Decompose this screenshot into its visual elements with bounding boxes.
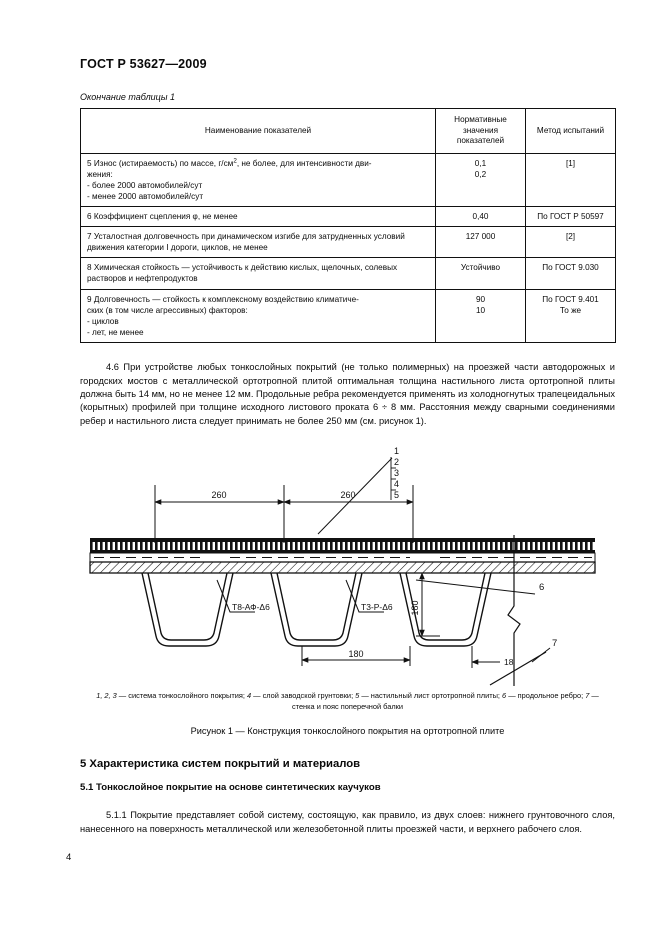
cell-indicator-name: 8 Химическая стойкость — устойчивость к … (80, 257, 436, 290)
dimension-label-span-left: 260 (211, 490, 226, 500)
callout-3: 3 (394, 468, 399, 478)
legend-text-3: — настильный лист ортотропной плиты; (359, 691, 503, 700)
weld-leader-group (216, 579, 384, 613)
callout-2: 2 (394, 457, 399, 467)
cell-indicator-name: 7 Усталостная долговечность при динамиче… (80, 226, 436, 259)
legend-text-2: — слой заводской грунтовки; (251, 691, 356, 700)
cell-test-method: По ГОСТ Р 50597 (525, 206, 616, 228)
orthotropic-plate-cross-section-svg: 260 260 (89, 446, 596, 686)
weld-leader-b (345, 579, 384, 613)
weld-label-2: Т3-Р-Δ6 (361, 602, 393, 612)
callout-leader-1-5 (317, 457, 393, 535)
legend-ref-4: 6 (502, 691, 507, 700)
figure-legend: 1, 2, 3 — система тонкослойного покрытия… (95, 690, 600, 712)
paragraph-4-6: 4.6 При устройстве любых тонкослойных по… (80, 362, 615, 426)
legend-text-1: — система тонкослойного покрытия; (116, 691, 247, 700)
weld-label-1: Т8-АФ-Δ6 (232, 602, 270, 612)
table-row: 5 Износ (истираемость) по массе, г/см2, … (80, 152, 616, 208)
cell-indicator-name: 5 Износ (истираемость) по массе, г/см2, … (80, 152, 436, 208)
cell-indicator-name: 9 Долговечность — стойкость к комплексно… (80, 288, 436, 343)
specification-table: Наименование показателей Нормативные зна… (80, 108, 616, 343)
cell-test-method: [1] (525, 152, 616, 208)
cell-normative-value: 127 000 (435, 226, 526, 259)
paragraph-5-1-1: 5.1.1 Покрытие представляет собой систем… (80, 810, 615, 834)
coating-layer-1 (90, 538, 595, 542)
legend-ref-1: 1, 2, 3 (96, 691, 117, 700)
transverse-beam-7 (489, 535, 547, 686)
rib-height-dimension (416, 572, 440, 637)
table-row: 8 Химическая стойкость — устойчивость к … (80, 257, 616, 290)
rib-6-a (141, 572, 234, 647)
section-heading-5: 5 Характеристика систем покрытий и матер… (80, 758, 361, 770)
table-continuation-label: Окончание таблицы 1 (80, 92, 175, 102)
deck-plate-5 (89, 561, 596, 574)
flange-dimension (471, 646, 500, 668)
callout-7: 7 (552, 638, 557, 649)
dimension-label-flange: 18 (504, 657, 514, 667)
section-heading-5-1: 5.1 Тонкослойное покрытие на основе синт… (80, 782, 381, 793)
coating-layer-2 (90, 542, 595, 550)
legend-ref-5: 7 (585, 691, 590, 700)
legend-ref-2: 4 (246, 691, 252, 700)
cell-normative-value: 0,40 (435, 206, 526, 228)
table-row: 7 Усталостная долговечность при динамиче… (80, 226, 616, 259)
weld-leader-a (216, 579, 255, 613)
callout-tick-group (390, 457, 396, 500)
dimension-line-group (154, 485, 414, 543)
callout-1: 1 (394, 446, 399, 456)
column-header-normative-values: Нормативные значения показателей (435, 108, 526, 154)
table-header-row: Наименование показателей Нормативные зна… (80, 108, 616, 154)
rib-6-b (270, 572, 363, 647)
longitudinal-ribs-group (141, 572, 492, 647)
page-number: 4 (66, 852, 72, 863)
callout-numbers-1-5: 1 2 3 4 5 (394, 446, 399, 500)
dimension-label-rib-height: 180 (410, 600, 420, 615)
rib-6-a-inner (147, 572, 228, 641)
cell-test-method: [2] (525, 226, 616, 259)
callout-leader-6 (415, 579, 536, 595)
legend-text-5: — стенка и пояс поперечной балки (291, 691, 599, 712)
cell-normative-value: Устойчиво (435, 257, 526, 290)
callout-6: 6 (539, 582, 544, 593)
rib-6-c (399, 572, 492, 647)
dimension-label-span-right: 260 (340, 490, 355, 500)
rib-width-dimension (301, 646, 411, 666)
coating-layer-3 (90, 550, 595, 553)
rib-6-b-inner (276, 572, 357, 641)
dimension-label-rib-width: 180 (348, 649, 363, 659)
table-row: 6 Коэффициент сцепления φ, не менее 0,40… (80, 206, 616, 228)
figure-1-drawing: 260 260 (80, 440, 615, 690)
column-header-name: Наименование показателей (80, 108, 436, 154)
callout-5: 5 (394, 490, 399, 500)
cell-indicator-name: 6 Коэффициент сцепления φ, не менее (80, 206, 436, 228)
page-title: ГОСТ Р 53627—2009 (80, 57, 207, 71)
cell-test-method: По ГОСТ 9.030 (525, 257, 616, 290)
table-row: 9 Долговечность — стойкость к комплексно… (80, 288, 616, 343)
legend-ref-3: 5 (355, 691, 360, 700)
figure-caption: Рисунок 1 — Конструкция тонкослойного по… (190, 726, 505, 736)
column-header-test-method: Метод испытаний (525, 108, 616, 154)
callout-leader-7 (531, 647, 551, 663)
callout-4: 4 (394, 479, 399, 489)
legend-text-4: — продольное ребро; (506, 691, 586, 700)
